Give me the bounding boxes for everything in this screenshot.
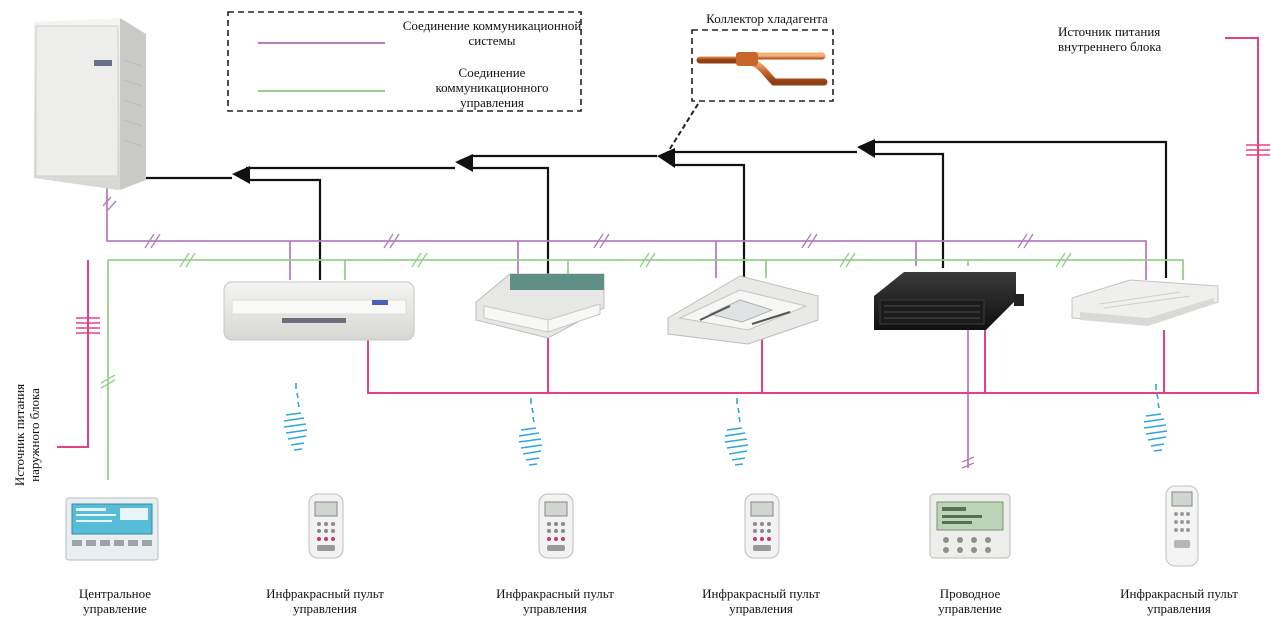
central-controller-icon xyxy=(65,497,159,561)
wired-controller-icon xyxy=(929,493,1011,559)
ceiling-unit-icon xyxy=(1071,279,1219,326)
ir-remote-label: Инфракрасный пульт управления xyxy=(496,586,614,616)
break-marks xyxy=(76,144,1270,469)
ir-remote-icon xyxy=(1165,485,1199,567)
ir-remote-label: Инфракрасный пульт управления xyxy=(1120,586,1238,616)
ir-remote-label: Инфракрасный пульт управления xyxy=(266,586,384,616)
refrigerant-branch-icon xyxy=(696,52,828,86)
comm-control-lines xyxy=(107,259,1184,480)
ir-remote-icon xyxy=(308,493,344,559)
wireless-signal-icon xyxy=(1143,383,1168,452)
outdoor-unit-icon xyxy=(34,18,146,190)
legend-box xyxy=(227,11,582,112)
wireless-signal-icon xyxy=(724,397,749,466)
wired-control-label: Проводное управление xyxy=(938,586,1002,616)
outdoor-power-label: Источник питания наружного блока xyxy=(12,383,42,487)
collector-box xyxy=(691,29,834,102)
ir-remote-icon xyxy=(744,493,780,559)
four-way-cassette-unit-icon xyxy=(667,275,819,345)
cassette-unit-icon xyxy=(475,273,605,339)
ir-remote-icon xyxy=(538,493,574,559)
wall-split-unit-icon xyxy=(223,281,415,341)
branch-joints xyxy=(232,139,875,184)
central-control-label: Центральное управление xyxy=(78,586,152,616)
refrigerant-collector-label: Коллектор хладагента xyxy=(706,11,828,26)
legend-comm-control-label: Соединение коммуникационного управления xyxy=(435,65,549,110)
duct-unit-icon xyxy=(874,272,1024,330)
wireless-signal-icon xyxy=(518,397,543,466)
wireless-signal-icon xyxy=(283,382,308,451)
indoor-power-label: Источник питания внутреннего блока xyxy=(1058,24,1162,54)
ir-remote-label: Инфракрасный пульт управления xyxy=(702,586,820,616)
power-lines xyxy=(57,37,1259,448)
collector-pointer xyxy=(665,103,699,156)
legend-comm-system-label: Соединение коммуникационной системы xyxy=(402,18,582,48)
